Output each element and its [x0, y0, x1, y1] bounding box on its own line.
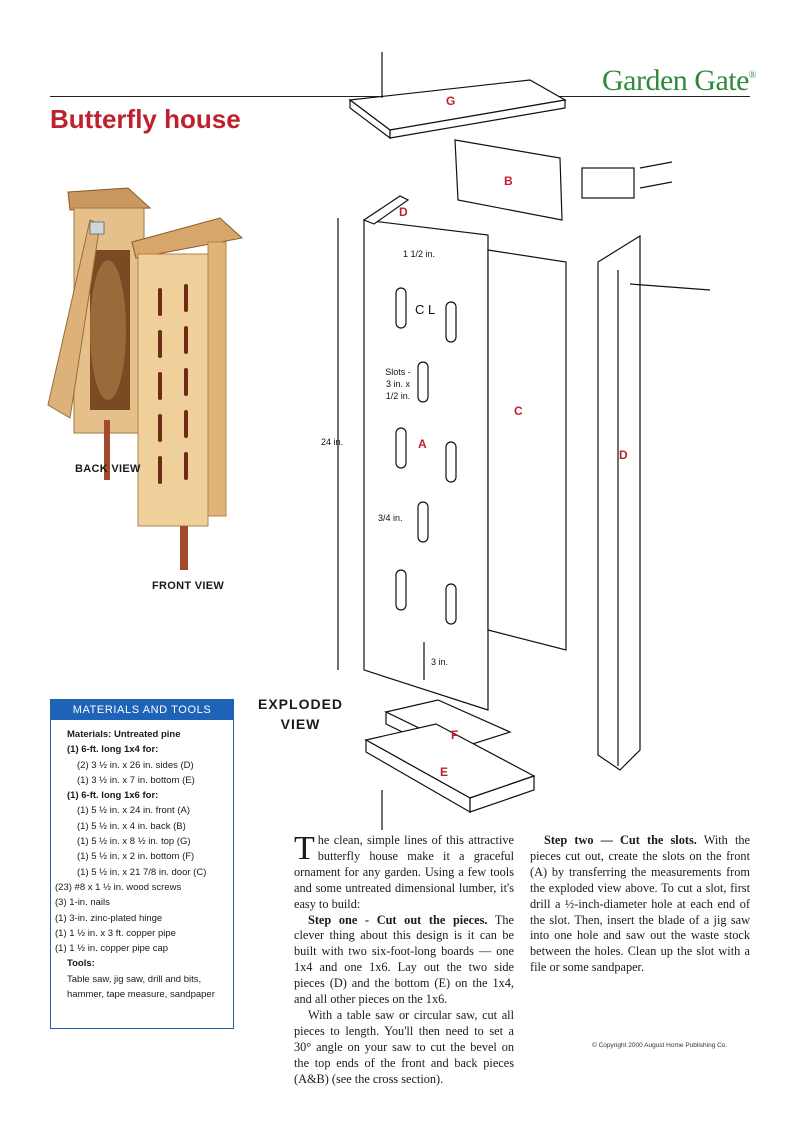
copyright: © Copyright 2000 August Home Publishing … — [592, 1042, 728, 1049]
materials-line: (1) 3-in. zinc-plated hinge — [55, 912, 163, 924]
label-f: F — [451, 728, 459, 742]
front-view-house-image — [131, 217, 244, 570]
piece-d-right — [597, 234, 641, 771]
dim-centerline: C L — [415, 302, 436, 317]
dim-slots-line2: 3 in. x — [385, 379, 410, 389]
para3-text: With a table saw or circular saw, cut al… — [294, 1007, 514, 1086]
materials-line: (23) #8 x 1 ½ in. wood screws — [55, 881, 182, 893]
materials-line: (1) 6-ft. long 1x4 for: — [67, 744, 159, 756]
label-a: A — [418, 437, 427, 451]
step2-text: With the pieces cut out, create the slot… — [530, 833, 750, 975]
piece-a — [363, 219, 489, 711]
piece-c — [487, 249, 567, 651]
tools-line: hammer, tape measure, sandpaper — [67, 989, 215, 1001]
dim-slots-line1: Slots - — [385, 367, 411, 377]
dim-bottom: 3 in. — [431, 657, 449, 667]
article-intro: he clean, simple lines of this attractiv… — [294, 833, 514, 911]
materials-line: (1) 5 ½ in. x 21 7/8 in. door (C) — [77, 866, 207, 878]
hinge-icon — [581, 167, 635, 199]
materials-line: Materials: Untreated pine — [67, 729, 181, 740]
photo-houses — [47, 187, 244, 570]
dim-slots-line3: 1/2 in. — [385, 391, 411, 401]
exploded-line2: VIEW — [280, 716, 321, 732]
step1-text: The clever thing about this design is it… — [294, 912, 514, 1007]
piece-b — [454, 139, 563, 221]
dim-height: 24 in. — [321, 437, 344, 447]
registered-mark: ® — [748, 70, 757, 81]
label-e: E — [440, 765, 449, 779]
materials-heading: MATERIALS AND TOOLS — [51, 700, 233, 720]
brand-logo: Garden Gate® — [602, 64, 757, 98]
materials-line: (1) 5 ½ in. x 8 ½ in. top (G) — [77, 836, 191, 848]
materials-line: (2) 3 ½ in. x 26 in. sides (D) — [77, 759, 194, 771]
step1-title: Step one - Cut out the pieces. — [308, 912, 488, 927]
brand-name: Garden Gate — [602, 64, 749, 97]
label-d-top: D — [399, 205, 408, 219]
front-view-caption: FRONT VIEW — [152, 580, 225, 592]
materials-line: (1) 1 ½ in. x 3 ft. copper pipe — [55, 927, 176, 939]
materials-line: (3) 1-in. nails — [55, 897, 110, 909]
step2-title: Step two — Cut the slots. — [544, 833, 697, 847]
exploded-line1: EXPLODED — [258, 696, 344, 712]
dim-slots: Slots - 3 in. x 1/2 in. — [378, 366, 418, 402]
materials-line: (1) 6-ft. long 1x6 for: — [67, 790, 159, 802]
label-c: C — [514, 404, 523, 418]
article-column-right: Step two — Cut the slots. With the piece… — [530, 833, 750, 976]
tools-heading: Tools: — [67, 958, 95, 970]
dim-gap: 3/4 in. — [378, 513, 403, 523]
materials-line: (1) 3 ½ in. x 7 in. bottom (E) — [77, 774, 195, 786]
materials-line: (1) 5 ½ in. x 24 in. front (A) — [77, 805, 190, 817]
materials-list: Materials: Untreated pine (1) 6-ft. long… — [51, 720, 233, 1002]
tools-line: Table saw, jig saw, drill and bits, — [67, 973, 202, 985]
exploded-view-caption: EXPLODED VIEW — [258, 694, 343, 734]
materials-line: (1) 5 ½ in. x 4 in. back (B) — [77, 820, 186, 832]
back-view-house-image — [47, 187, 152, 480]
label-d-right: D — [619, 448, 628, 462]
materials-line: (1) 5 ½ in. x 2 in. bottom (F) — [77, 851, 195, 863]
dropcap: T — [294, 830, 315, 867]
page-title: Butterfly house — [50, 104, 241, 134]
back-view-caption: BACK VIEW — [75, 463, 141, 475]
exploded-view-diagram — [337, 52, 711, 830]
materials-line: (1) 1 ½ in. copper pipe cap — [55, 943, 169, 955]
dim-width-half: 1 1/2 in. — [403, 249, 436, 259]
materials-box: MATERIALS AND TOOLS Materials: Untreated… — [50, 699, 234, 1029]
label-b: B — [504, 174, 513, 188]
label-g: G — [446, 94, 456, 108]
